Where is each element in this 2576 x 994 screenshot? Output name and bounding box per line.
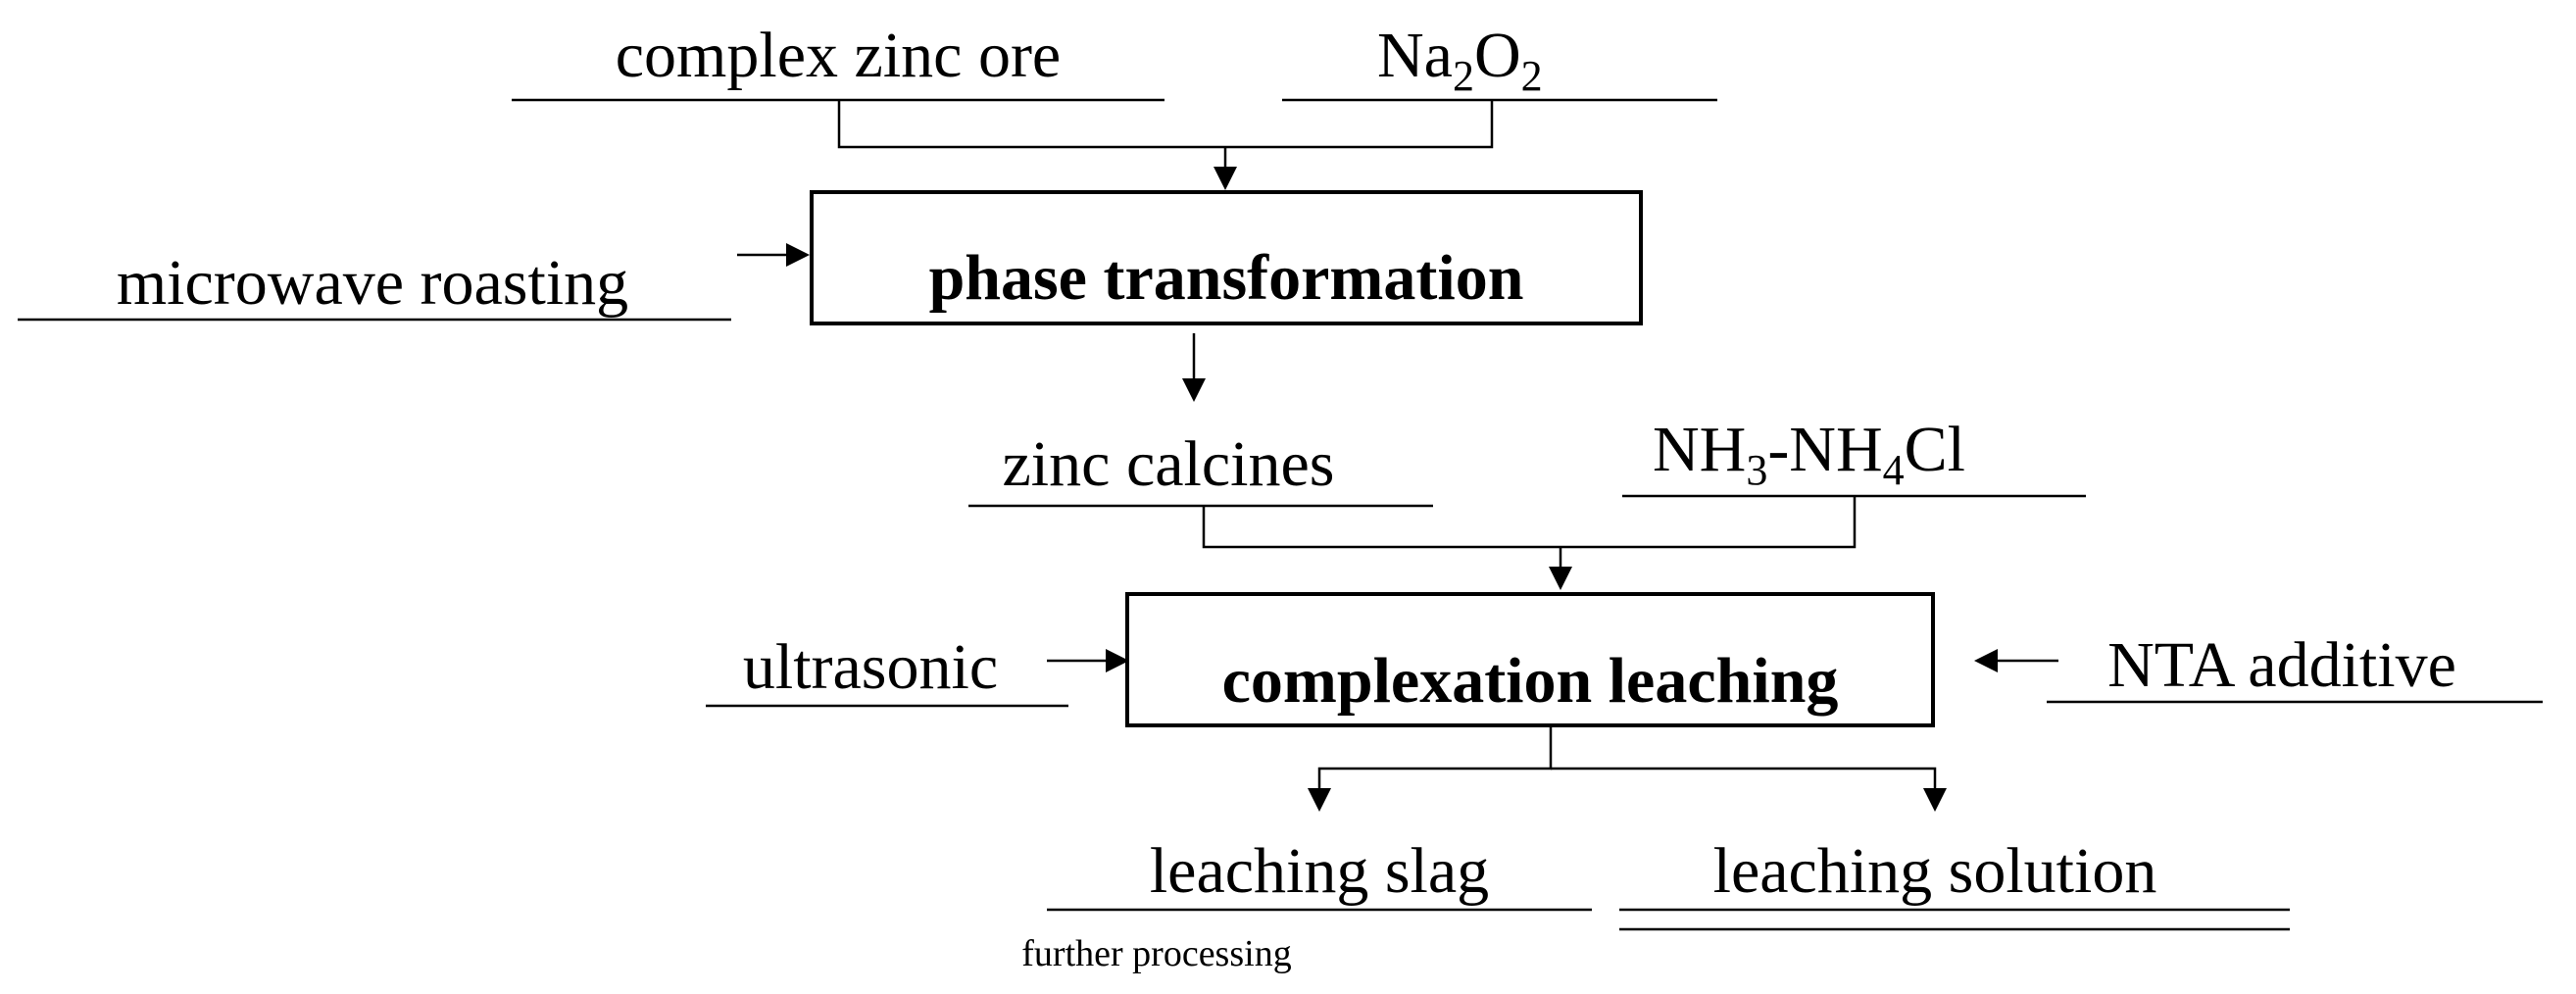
label-further-processing: further processing [1021, 933, 1291, 974]
label-na2o2: Na2O2 [1377, 20, 1543, 100]
arrowhead-to-leaching [1549, 567, 1572, 590]
connector-outputs [1317, 725, 1553, 790]
box-complexation-leaching [1125, 592, 1935, 727]
connector-top-inputs [837, 100, 1494, 149]
arrowhead-nta [1974, 649, 1998, 672]
label-zinc-calcines: zinc calcines [1003, 428, 1335, 500]
label-nta-additive: NTA additive [2107, 629, 2456, 701]
label-leaching-solution: leaching solution [1713, 835, 2157, 907]
arrowhead-ultrasonic [1106, 649, 1129, 672]
label-ultrasonic: ultrasonic [743, 631, 998, 703]
arrowhead-microwave [786, 243, 810, 267]
label-phase-transformation: phase transformation [929, 242, 1524, 314]
label-nh3-nh4cl: NH3-NH4Cl [1653, 414, 1965, 494]
arrowhead-to-solution [1923, 788, 1947, 812]
box-phase-transformation [810, 190, 1643, 325]
arrowhead-to-phase [1214, 167, 1237, 190]
label-microwave-roasting: microwave roasting [117, 247, 628, 319]
connector-outputs-right [1551, 767, 1937, 790]
label-complexation-leaching: complexation leaching [1222, 645, 1839, 717]
arrowhead-to-calcines [1182, 378, 1206, 402]
arrowhead-to-slag [1308, 788, 1331, 812]
connector-middle-inputs [1202, 496, 1857, 549]
label-complex-zinc-ore: complex zinc ore [616, 20, 1061, 91]
label-leaching-slag: leaching slag [1150, 835, 1489, 907]
